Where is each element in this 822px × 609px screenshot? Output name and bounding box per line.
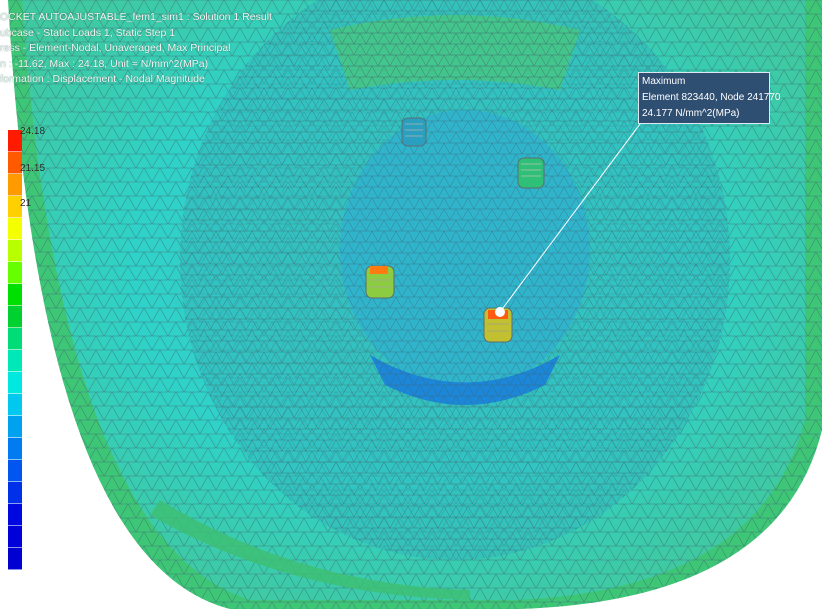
legend-swatch	[8, 526, 22, 548]
legend-swatch	[8, 306, 22, 328]
callout-element-node: Element 823440, Node 241770	[642, 92, 781, 103]
header-line-range: n : -11.62, Max : 24.18, Unit = N/mm^2(M…	[0, 57, 209, 70]
header-line-title: OCKET AUTOAJUSTABLE_fem1_sim1 : Solution…	[0, 11, 272, 23]
legend-swatch	[8, 240, 22, 262]
header-line-deformation: formation : Displacement - Nodal Magnitu…	[0, 73, 205, 85]
bolt-hole-2	[517, 157, 545, 189]
callout-value: 24.177 N/mm^2(MPa)	[642, 108, 740, 119]
legend-swatch	[8, 196, 22, 218]
callout-title: Maximum	[642, 76, 686, 87]
legend-label-2: 21.15	[20, 163, 46, 174]
legend-swatch	[8, 174, 22, 196]
legend-swatch	[8, 350, 22, 372]
legend-label-3: 21	[20, 198, 32, 209]
legend-swatch	[8, 504, 22, 526]
legend-swatch	[8, 152, 22, 174]
legend-swatch	[8, 548, 22, 570]
max-value-callout[interactable]: Maximum Element 823440, Node 241770 24.1…	[638, 72, 781, 124]
legend-swatch	[8, 372, 22, 394]
legend-swatch	[8, 130, 22, 152]
legend-label-max: 24.18	[20, 126, 46, 137]
callout-leader-line	[499, 123, 641, 313]
legend-swatch	[8, 328, 22, 350]
legend-swatch	[8, 416, 22, 438]
header-line-subcase: ubcase - Static Loads 1, Static Step 1	[0, 26, 176, 39]
color-legend	[8, 130, 22, 570]
result-header: OCKET AUTOAJUSTABLE_fem1_sim1 : Solution…	[0, 10, 272, 88]
legend-swatch	[8, 438, 22, 460]
bolt-hole-4	[483, 307, 513, 343]
legend-swatch	[8, 218, 22, 240]
header-line-stress: ress - Element-Nodal, Unaveraged, Max Pr…	[0, 42, 231, 54]
legend-swatch	[8, 394, 22, 416]
legend-swatch	[8, 460, 22, 482]
bolt-hole-3	[365, 265, 395, 299]
bolt-hole-1	[401, 117, 427, 147]
legend-swatch	[8, 262, 22, 284]
legend-swatch	[8, 482, 22, 504]
legend-swatch	[8, 284, 22, 306]
